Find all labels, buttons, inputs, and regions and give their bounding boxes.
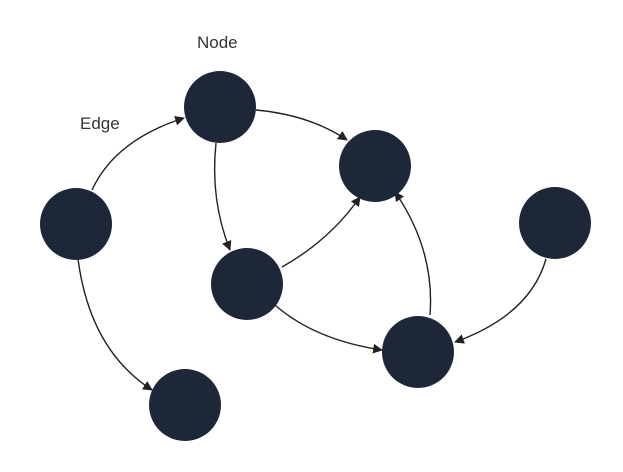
node-middle [211, 248, 283, 320]
node-right-top [339, 130, 411, 202]
node-bottom [149, 369, 221, 441]
edge-far-right-to-bottom-right [454, 258, 547, 344]
node-top [184, 71, 256, 143]
node-far-right [519, 187, 591, 259]
edge-left-to-bottom [77, 258, 153, 391]
node-bottom-right [382, 316, 454, 388]
node-label: Node [197, 33, 238, 52]
edge-top-to-middle [213, 142, 232, 251]
edge-middle-to-right-top [281, 196, 361, 268]
edge-left-to-top [91, 116, 185, 191]
edge-middle-to-bottom-right [274, 304, 383, 354]
edge-bottom-right-to-right-top [394, 191, 432, 316]
edge-label: Edge [80, 114, 120, 133]
node-left [40, 188, 112, 260]
edge-top-to-right-top [255, 109, 348, 141]
